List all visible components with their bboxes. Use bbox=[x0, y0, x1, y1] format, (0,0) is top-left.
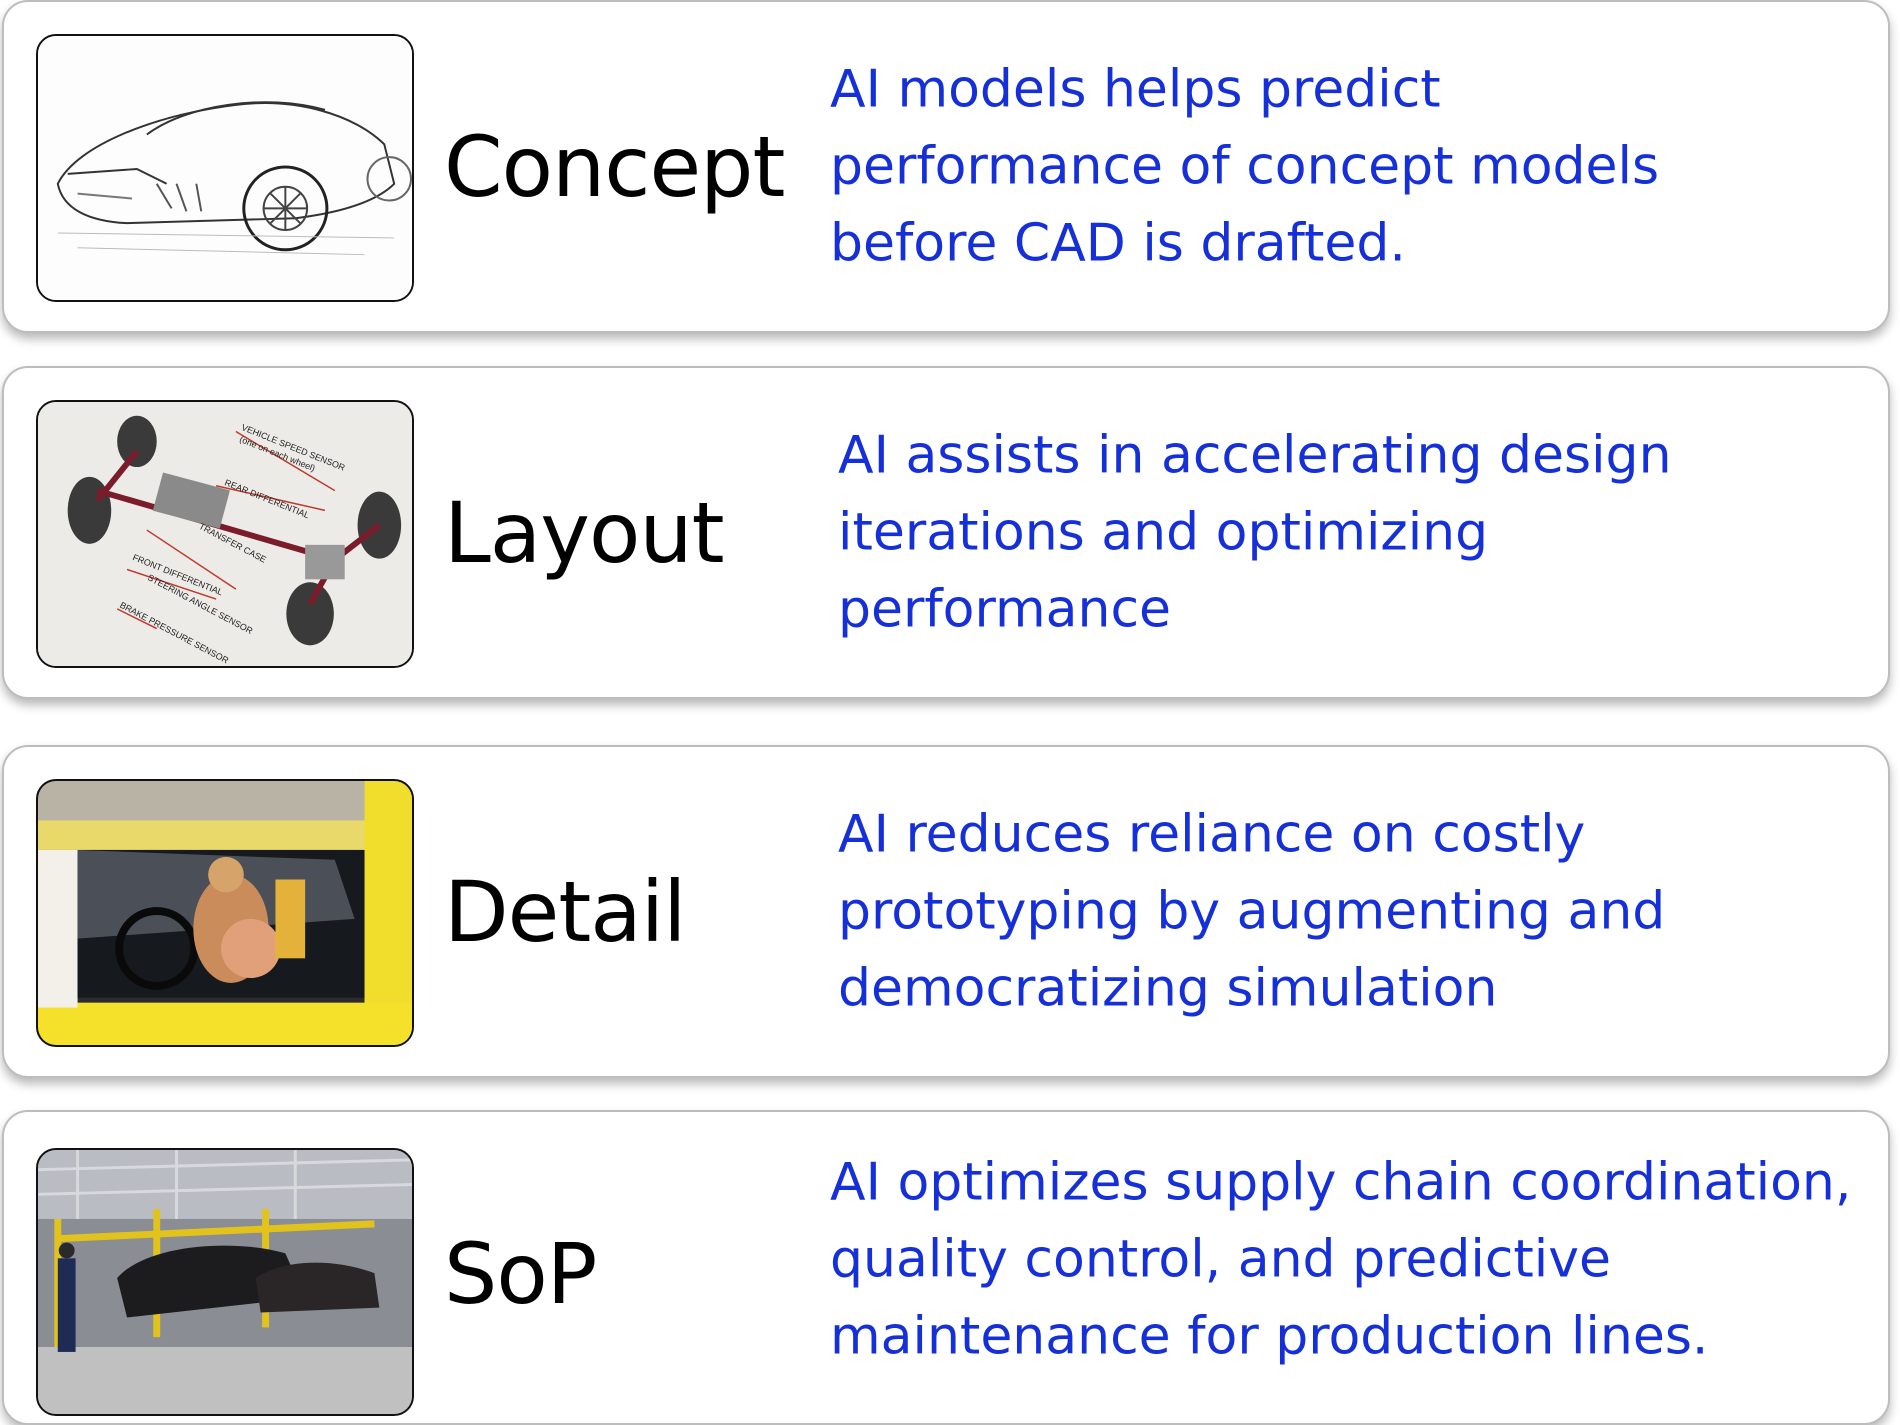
stage-label-detail: Detail bbox=[444, 862, 686, 961]
description-line: prototyping by augmenting and bbox=[838, 881, 1666, 941]
stage-description-sop: AI optimizes supply chain coordination, … bbox=[830, 1145, 1880, 1376]
description-line: AI assists in accelerating design bbox=[838, 425, 1672, 485]
stage-card-sop: SoP AI optimizes supply chain coordinati… bbox=[2, 1110, 1890, 1425]
stage-label-concept: Concept bbox=[444, 117, 785, 216]
crash-test-dummy-image bbox=[36, 779, 414, 1047]
stage-description-detail: AI reduces reliance on costly prototypin… bbox=[838, 796, 1888, 1027]
description-line: AI models helps predict bbox=[830, 59, 1441, 119]
description-line: democratizing simulation bbox=[838, 958, 1498, 1018]
stage-card-layout: VEHICLE SPEED SENSOR (one on each wheel)… bbox=[2, 366, 1890, 699]
description-line: before CAD is drafted. bbox=[830, 213, 1406, 273]
stage-card-concept: Concept AI models helps predict performa… bbox=[2, 0, 1890, 333]
stage-description-concept: AI models helps predict performance of c… bbox=[830, 51, 1880, 282]
stage-card-detail: Detail AI reduces reliance on costly pro… bbox=[2, 745, 1890, 1078]
description-line: performance bbox=[838, 579, 1172, 639]
description-line: AI optimizes supply chain coordination, bbox=[830, 1152, 1852, 1213]
description-line: maintenance for production lines. bbox=[830, 1306, 1709, 1367]
description-line: performance of concept models bbox=[830, 136, 1660, 196]
description-line: iterations and optimizing bbox=[838, 502, 1489, 562]
car-sketch-image bbox=[36, 34, 414, 302]
chassis-layout-image: VEHICLE SPEED SENSOR (one on each wheel)… bbox=[36, 400, 414, 668]
stage-description-layout: AI assists in accelerating design iterat… bbox=[838, 417, 1888, 648]
description-line: quality control, and predictive bbox=[830, 1229, 1611, 1290]
description-line: AI reduces reliance on costly bbox=[838, 804, 1586, 864]
stage-label-layout: Layout bbox=[444, 483, 725, 582]
stage-label-sop: SoP bbox=[444, 1225, 597, 1323]
assembly-line-image bbox=[36, 1148, 414, 1416]
